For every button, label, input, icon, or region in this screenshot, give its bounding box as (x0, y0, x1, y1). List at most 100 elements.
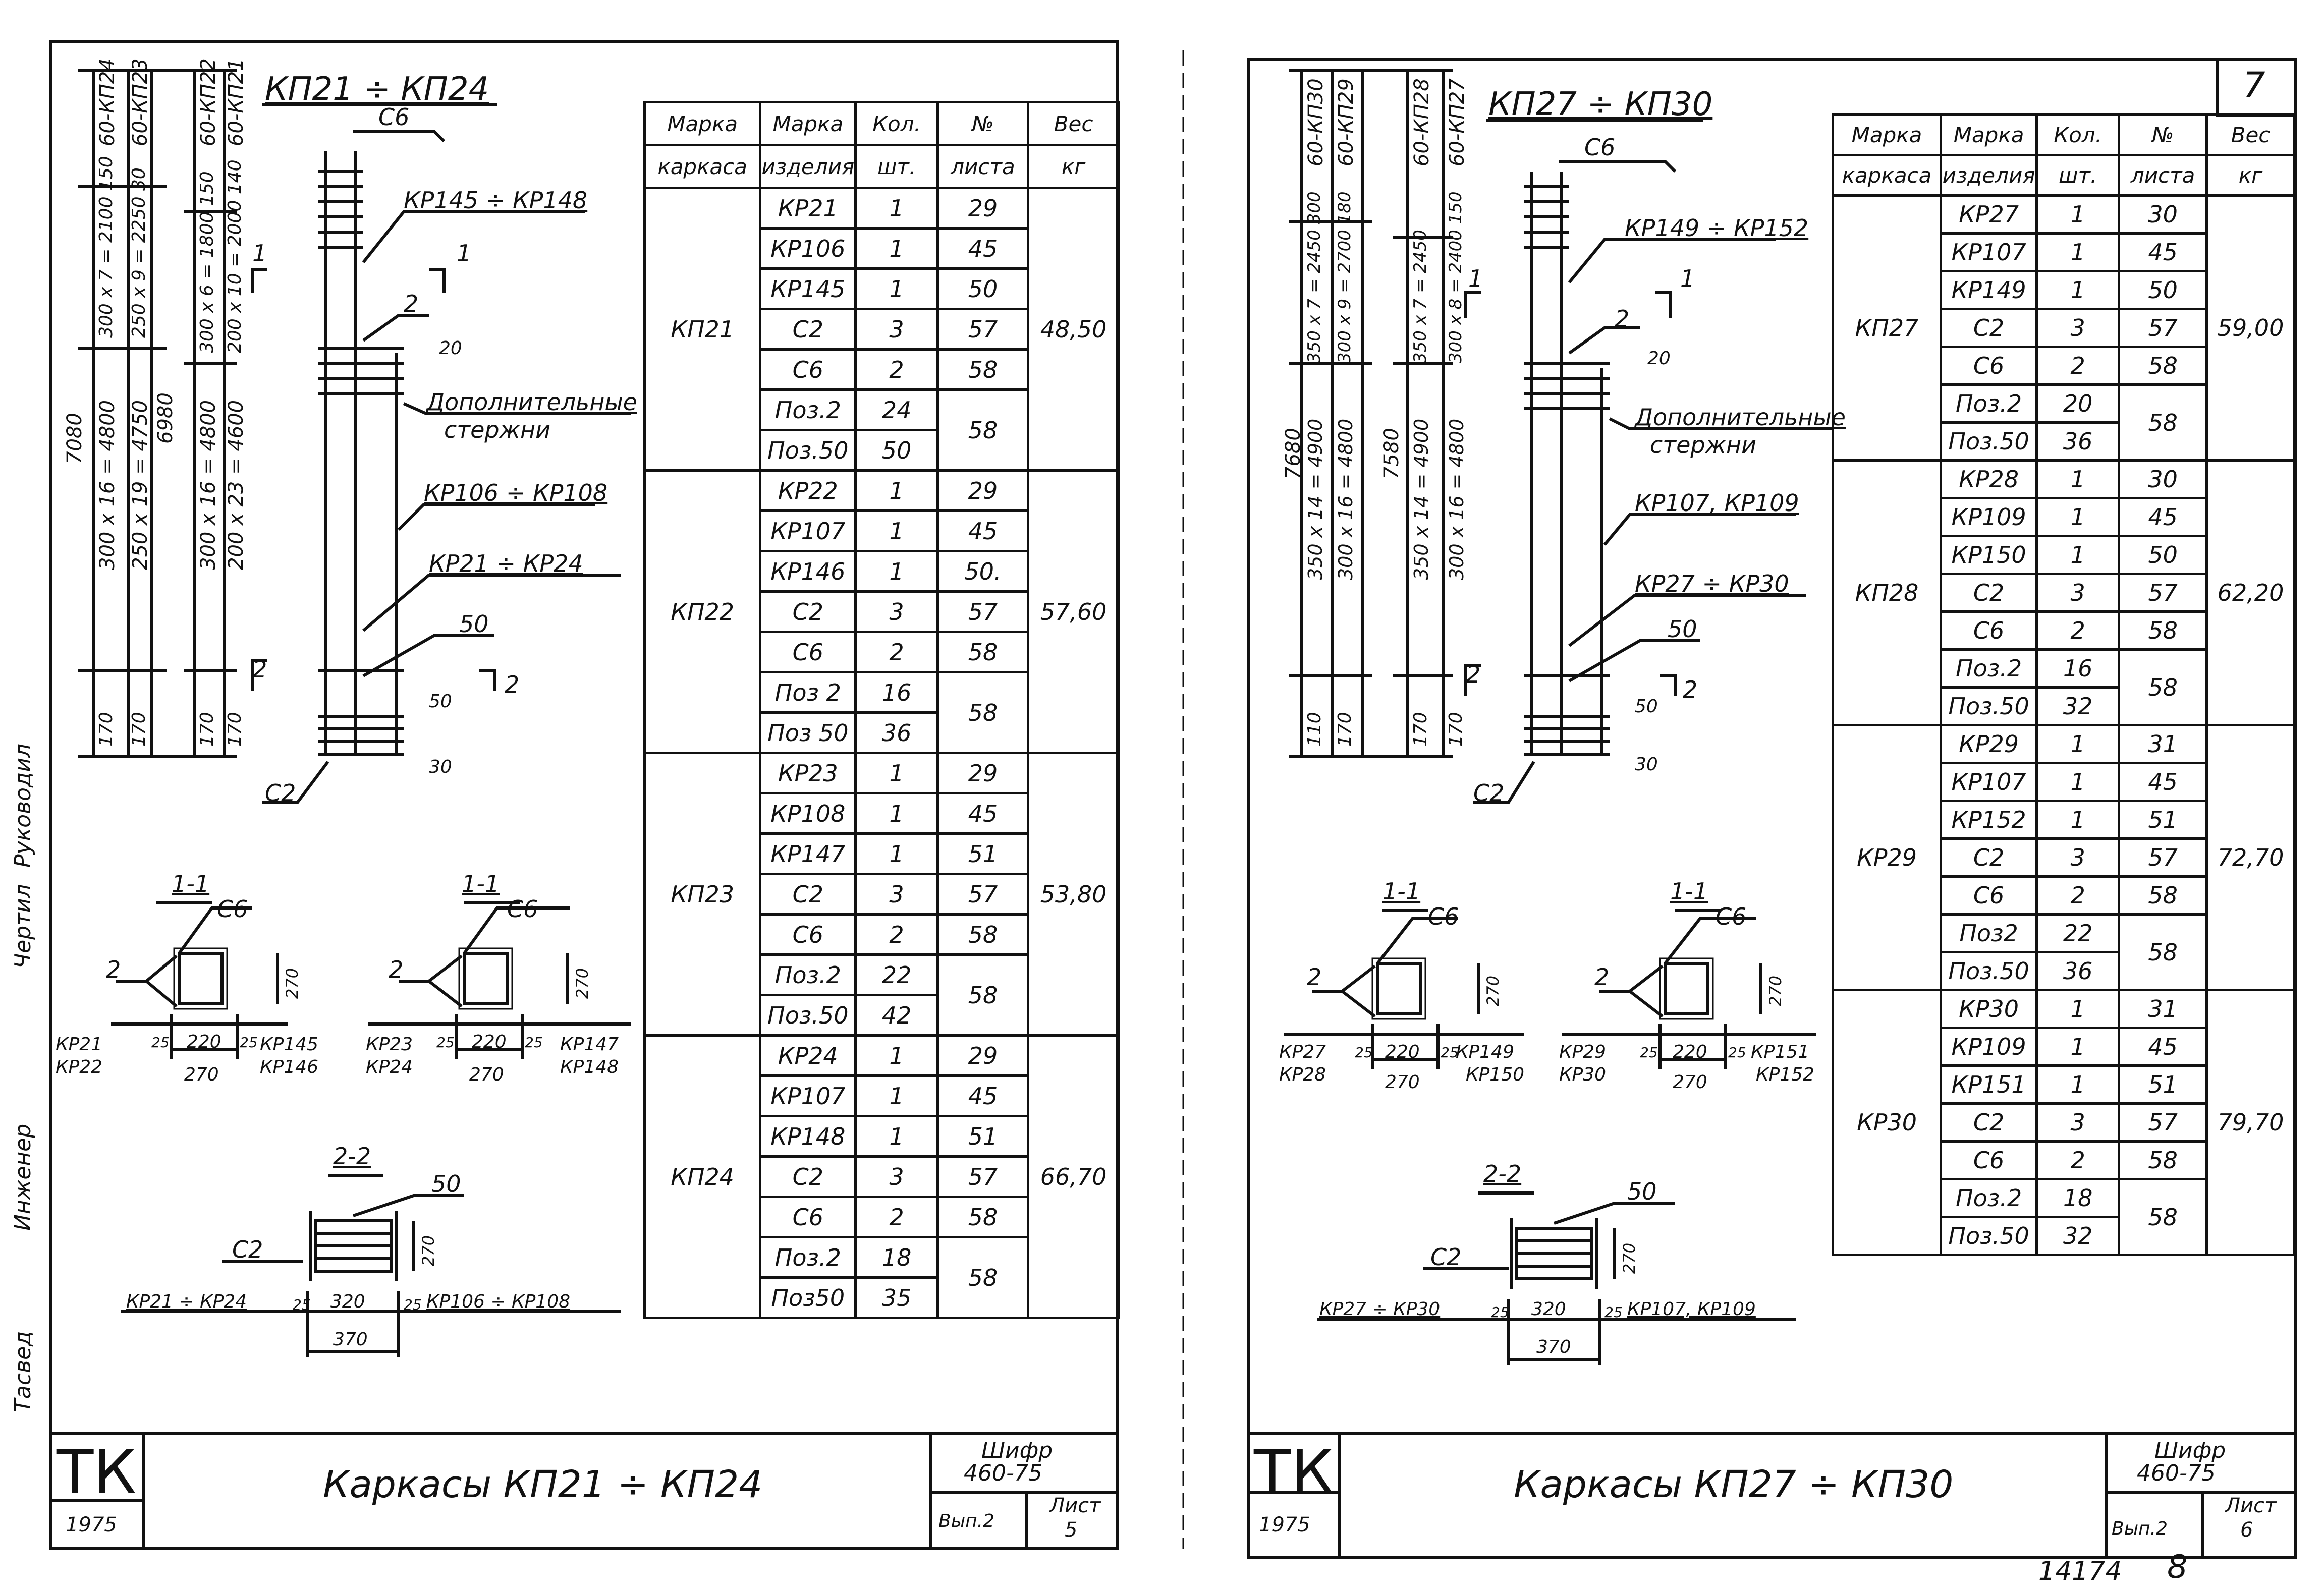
qty-cell: 32 (2035, 686, 2121, 726)
item-mark-cell: Поз.2 (759, 388, 857, 431)
header-cell: шт. (854, 144, 939, 189)
right-label-d50: 50 (1635, 696, 1658, 717)
sheet-cell: 57 (936, 1155, 1030, 1198)
archive-number-suffix: 8 (2167, 1549, 2188, 1586)
left-label-cut1-a: 1 (252, 240, 267, 267)
left-s22-l: КР21 ÷ КР24 (126, 1291, 247, 1312)
item-mark-cell: С6 (759, 1196, 857, 1238)
item-mark-cell: С2 (759, 308, 857, 351)
item-mark-cell: КР107 (1940, 762, 2038, 802)
right-s11b-r2: КР152 (1756, 1064, 1814, 1085)
item-mark-cell: Поз.2 (759, 953, 857, 996)
right-col-mark: 60-КП27 (1446, 78, 1469, 166)
header-cell: листа (2118, 154, 2208, 197)
item-mark-cell: Поз.2 (1940, 1178, 2038, 1218)
header-cell: каркаса (643, 144, 762, 189)
sheet-cell: 45 (2118, 232, 2208, 272)
sheet-cell: 58 (2118, 610, 2208, 651)
qty-cell: 1 (854, 832, 939, 875)
header-cell: кг (1027, 144, 1120, 189)
left-dim-total: 6980 (154, 392, 177, 444)
right-stamp-code: ТК (1254, 1438, 1334, 1508)
right-dim-bottom: 110 (1304, 712, 1325, 747)
item-mark-cell: С2 (1940, 837, 2038, 878)
qty-cell: 1 (2035, 459, 2121, 499)
right-s11a-l2: КР28 (1279, 1064, 1326, 1085)
right-s11b-title: 1-1 (1670, 878, 1708, 905)
qty-cell: 32 (2035, 1216, 2121, 1256)
right-s22-total: 370 (1536, 1337, 1571, 1357)
right-s11a-w: 220 (1385, 1042, 1420, 1062)
left-label-c6: С6 (378, 103, 410, 131)
right-label-c6: С6 (1584, 134, 1616, 161)
qty-cell: 2 (854, 1196, 939, 1238)
item-mark-cell: КР106 (759, 227, 857, 270)
item-mark-cell: КР107 (759, 1074, 857, 1117)
item-mark-cell: КР28 (1940, 459, 2038, 499)
right-dim-bottom: 170 (1410, 712, 1431, 747)
left-label-kr-low: КР21 ÷ КР24 (429, 550, 583, 577)
qty-cell: 3 (854, 1155, 939, 1198)
header-cell: изделия (1940, 154, 2038, 197)
sheet-cell: 30 (2118, 459, 2208, 499)
item-mark-cell: С2 (1940, 1102, 2038, 1143)
header-cell: № (2118, 113, 2208, 156)
sheet-cell: 29 (936, 469, 1030, 512)
item-mark-cell: С2 (1940, 573, 2038, 613)
item-mark-cell: КР146 (759, 550, 857, 593)
frame-mark-cell: КП22 (643, 469, 762, 754)
right-s11a-two: 2 (1307, 963, 1322, 991)
sheet-cell: 58 (2118, 913, 2208, 991)
right-dim-top: 350 х 7 = 2450 300 (1304, 191, 1324, 363)
sheet-cell: 57 (2118, 308, 2208, 348)
qty-cell: 1 (854, 1074, 939, 1117)
left-s11b-total: 270 (469, 1064, 504, 1085)
qty-cell: 2 (2035, 610, 2121, 651)
qty-cell: 1 (2035, 762, 2121, 802)
left-dim-top: 200 х 10 = 2000 140 (225, 159, 245, 353)
sheet-cell: 58 (936, 388, 1030, 472)
qty-cell: 16 (854, 671, 939, 714)
sheet-cell: 45 (936, 227, 1030, 270)
right-s11a-l1: КР27 (1279, 1042, 1326, 1062)
margin-label-tasved: Тасвед (10, 1331, 36, 1412)
right-col-mark: 60-КП30 (1304, 78, 1327, 166)
frame-mark-cell: КР30 (1831, 989, 1943, 1256)
left-s11a-l1: КР21 (56, 1034, 103, 1055)
item-mark-cell: Поз.2 (1940, 648, 2038, 689)
qty-cell: 1 (2035, 194, 2121, 235)
right-s11b-l2: КР30 (1559, 1064, 1607, 1085)
item-mark-cell: Поз.50 (759, 429, 857, 472)
qty-cell: 1 (2035, 232, 2121, 272)
left-dim-bottom: 170 (197, 712, 217, 747)
item-mark-cell: КР21 (759, 187, 857, 230)
frame-mark-cell: КП27 (1831, 194, 1943, 462)
sheet-cell: 51 (936, 1115, 1030, 1158)
right-s22-25a: 25 (1491, 1304, 1509, 1321)
item-mark-cell: КР23 (759, 752, 857, 794)
sheet-cell: 31 (2118, 724, 2208, 764)
right-label-20: 20 (1647, 348, 1671, 369)
right-stamp-sheet-label: Лист (2225, 1494, 2277, 1517)
item-mark-cell: КР145 (759, 267, 857, 310)
left-dim-top: 250 х 9 = 2250 30 (129, 167, 149, 338)
item-mark-cell: С2 (759, 873, 857, 916)
item-mark-cell: Поз.2 (1940, 383, 2038, 424)
